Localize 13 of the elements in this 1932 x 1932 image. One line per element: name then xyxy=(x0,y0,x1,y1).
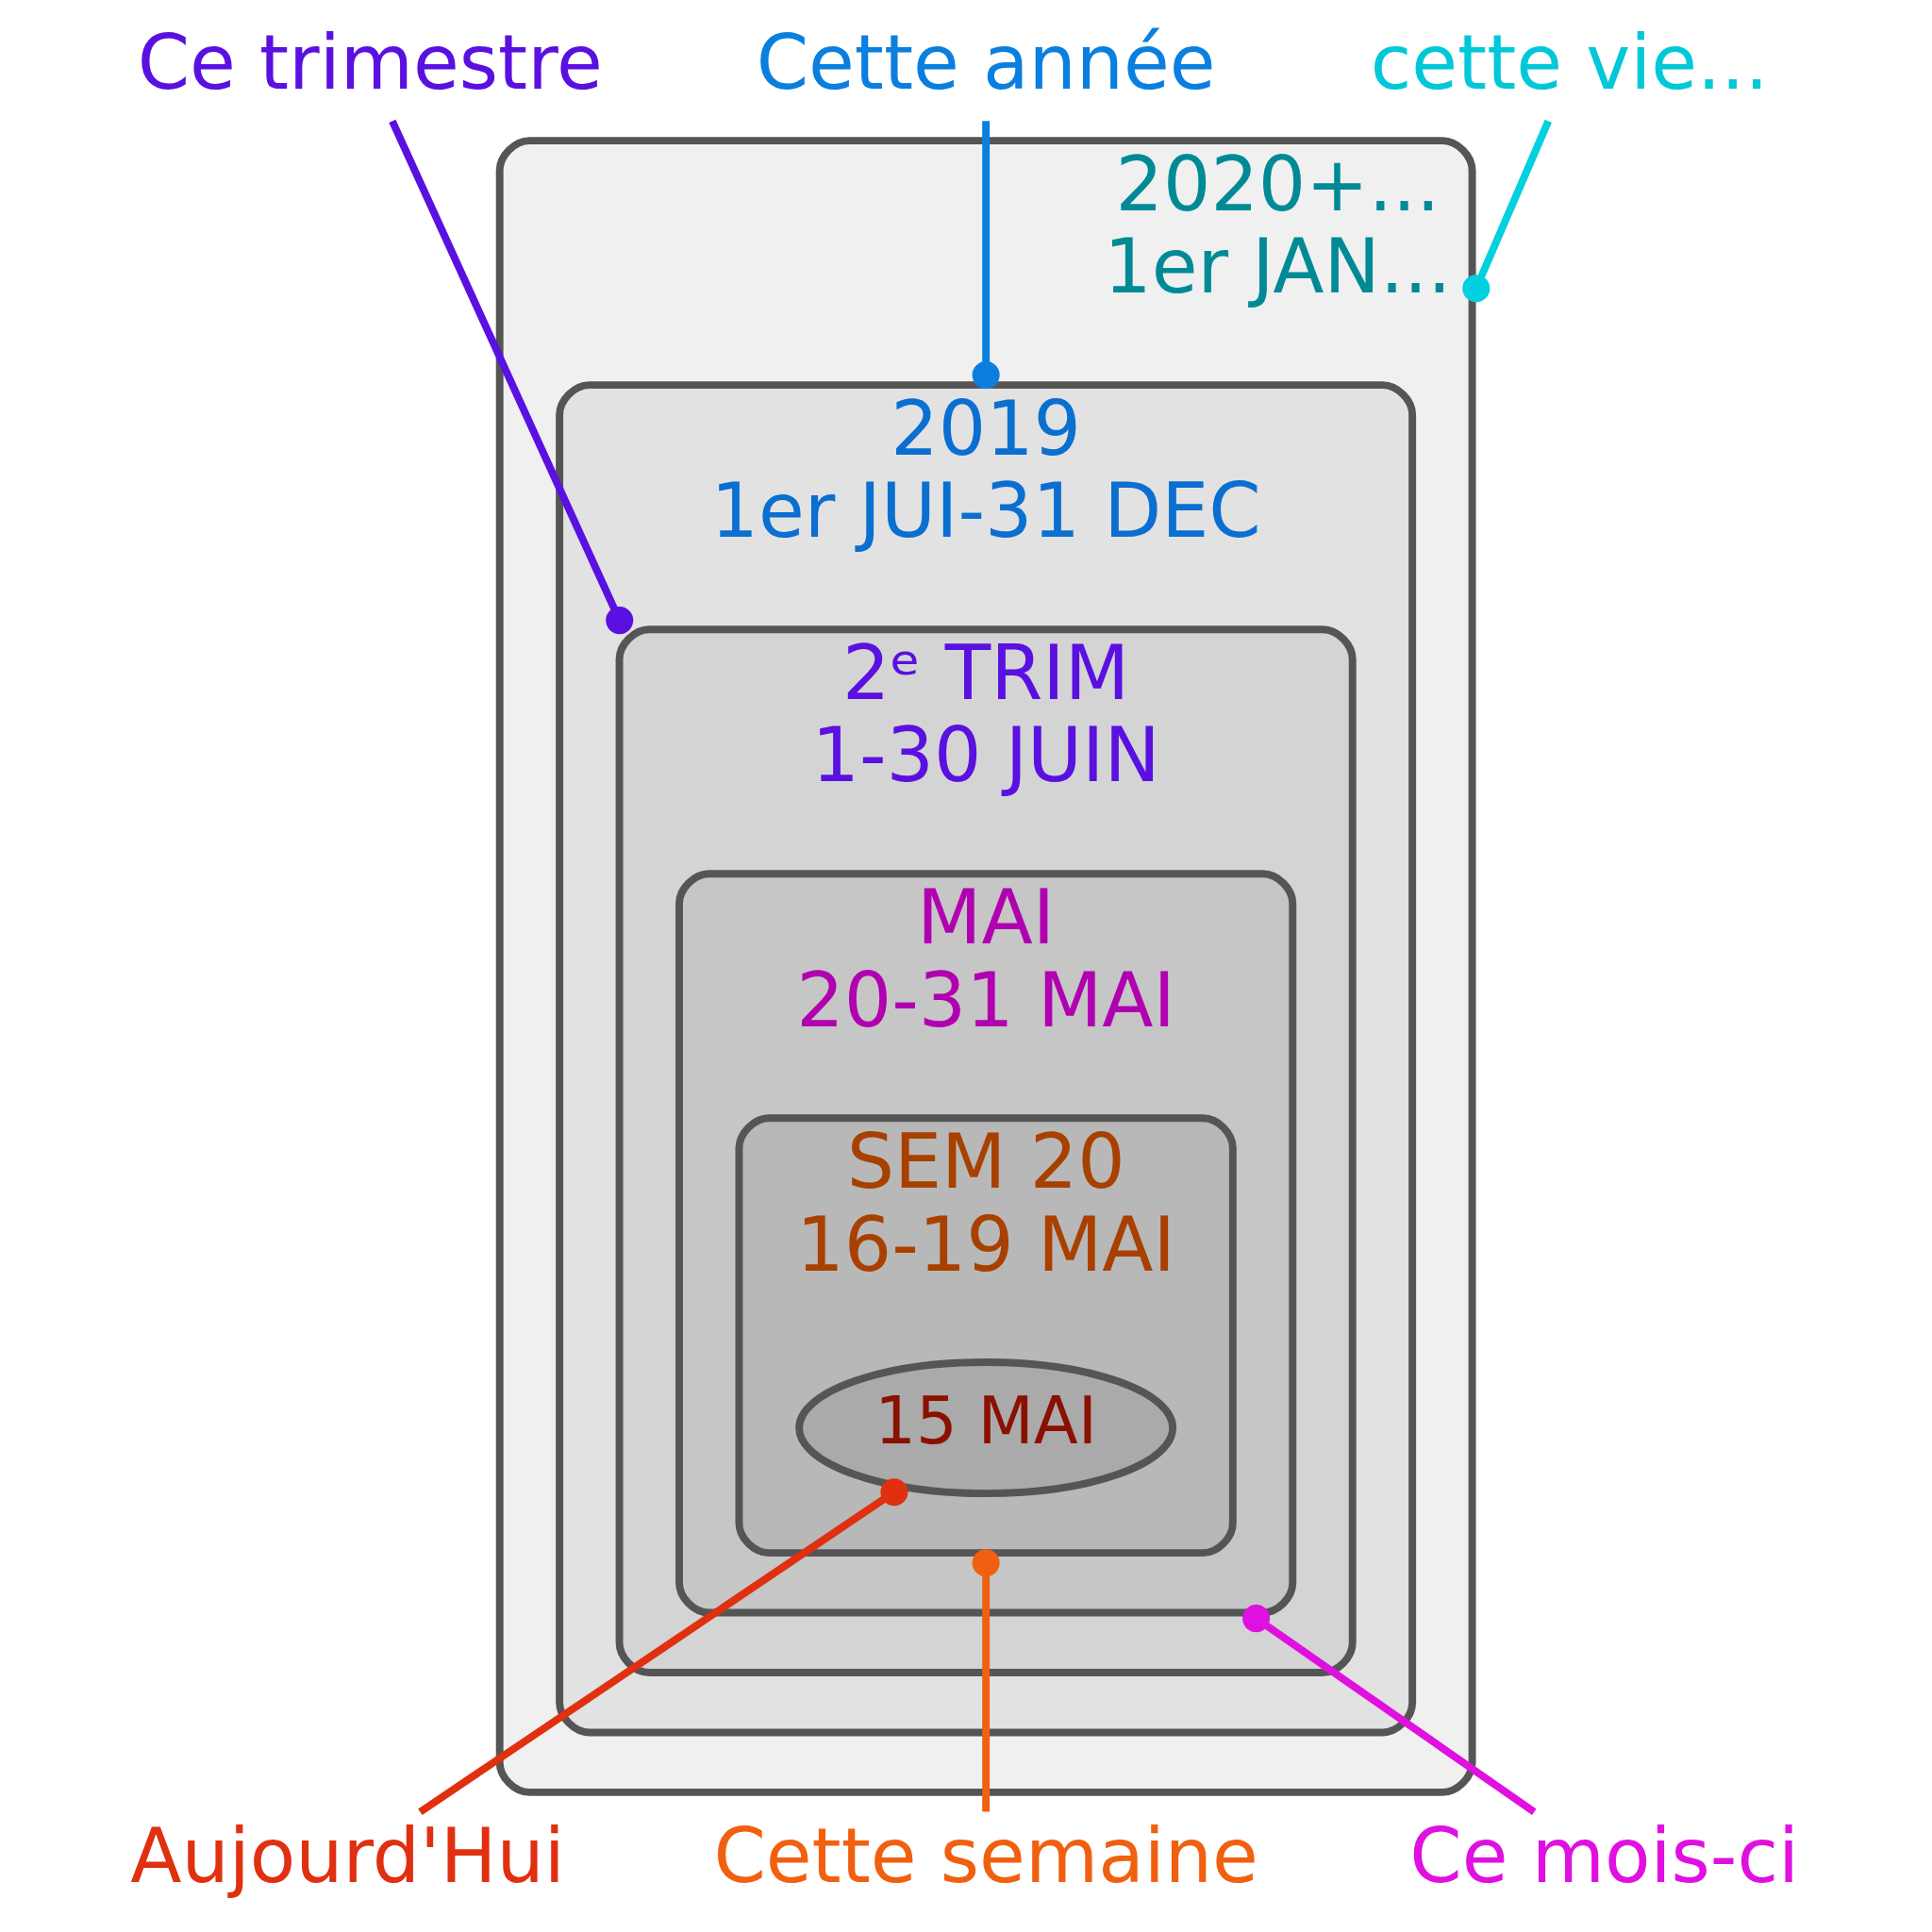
connector xyxy=(418,1477,908,1815)
node-text: cette vie... xyxy=(1370,18,1769,107)
node-ellipse: 15 MAI xyxy=(795,1357,1177,1497)
connector xyxy=(972,1548,1000,1812)
node-text: Cette semaine xyxy=(713,1811,1258,1900)
connector xyxy=(1462,119,1552,302)
connector xyxy=(1242,1604,1537,1815)
node-text: Ce mois-ci xyxy=(1409,1811,1800,1900)
connector xyxy=(972,120,1000,389)
node-text: Cette année xyxy=(756,18,1216,107)
node-text: Ce trimestre xyxy=(137,18,603,107)
node-text: Aujourd'Hui xyxy=(130,1811,565,1900)
connector xyxy=(389,119,634,634)
